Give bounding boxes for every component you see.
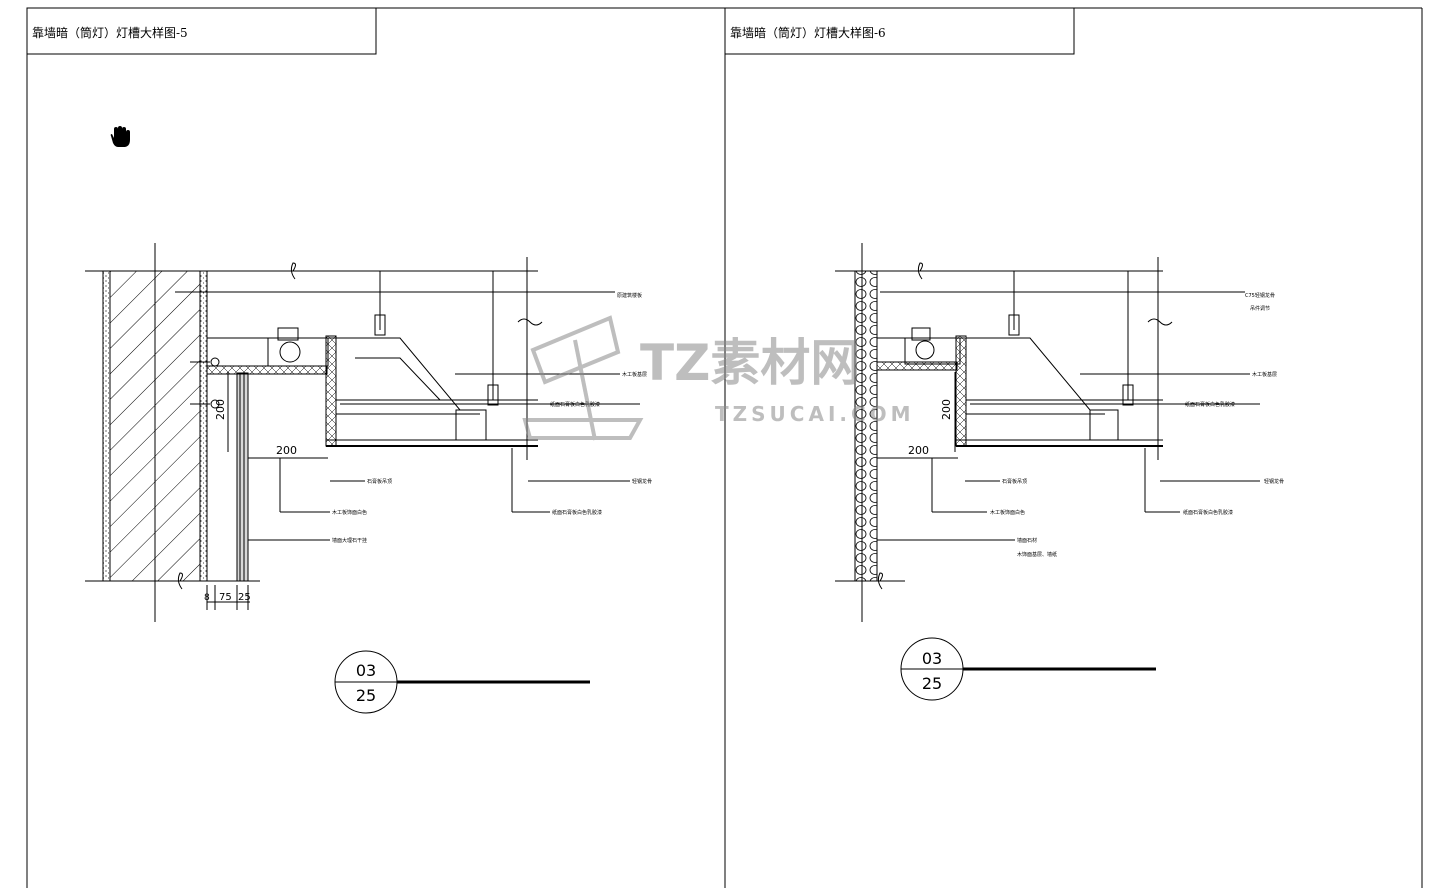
section-number: 03	[922, 649, 942, 668]
callout-text: 轻钢龙骨	[632, 478, 652, 485]
callout-text: 石膏板吊顶	[1002, 478, 1027, 485]
callout-text: 纸面石膏板白色乳胶漆	[1183, 509, 1233, 516]
dimension-label: 200	[276, 444, 297, 457]
watermark-logo-icon	[522, 315, 644, 441]
callout-text: 纸面石膏板白色乳胶漆	[552, 509, 602, 516]
left-detail-drawing	[85, 243, 640, 622]
watermark-url: TZSUCAI.COM	[715, 402, 915, 426]
section-symbol-right: 03 25	[900, 637, 1156, 701]
callout-text: 纸面石膏板白色乳胶漆	[550, 401, 600, 408]
dimension-label: 75	[219, 592, 232, 603]
right-dimensions: 200 200	[908, 399, 953, 457]
callout-text: 木工板饰面白色	[990, 509, 1025, 516]
callout-text: 木工板饰面白色	[332, 509, 367, 516]
left-dimensions: 200 200 8 75 25	[204, 399, 297, 603]
dimension-label: 200	[214, 399, 227, 420]
sheet-number: 25	[922, 674, 942, 693]
sheet-title-right: 靠墙暗（筒灯）灯槽大样图-6	[730, 26, 886, 40]
right-callouts: C75轻钢龙骨 吊件调节 木工板基层 纸面石膏板白色乳胶漆 轻钢龙骨 木工板饰面…	[990, 292, 1284, 558]
callout-text: 墙面石材	[1017, 537, 1037, 544]
sheet-frame	[26, 7, 1423, 888]
sheet-number: 25	[356, 686, 376, 705]
dimension-label: 8	[204, 593, 210, 603]
sheet-title-left: 靠墙暗（筒灯）灯槽大样图-5	[32, 26, 188, 40]
section-symbol-left: 03 25	[334, 650, 590, 714]
callout-text: 木工板基层	[1252, 371, 1277, 378]
dimension-label: 200	[908, 444, 929, 457]
watermark-brand: TZ素材网	[640, 334, 860, 392]
callout-text: 石膏板吊顶	[367, 478, 392, 485]
callout-text: 原建筑楼板	[617, 292, 642, 299]
callout-text: C75轻钢龙骨	[1245, 292, 1275, 299]
callout-text: 吊件调节	[1250, 305, 1270, 312]
right-detail-drawing	[835, 243, 1260, 622]
dimension-label: 25	[238, 592, 251, 603]
callout-text: 纸面石膏板白色乳胶漆	[1185, 401, 1235, 408]
watermark: TZ素材网 TZSUCAI.COM	[522, 315, 915, 441]
section-number: 03	[356, 661, 376, 680]
callout-text: 木工板基层	[622, 371, 647, 378]
hand-cursor-icon	[110, 126, 130, 147]
title-box-left	[26, 7, 377, 55]
callout-text: 轻钢龙骨	[1264, 478, 1284, 485]
callout-text: 墙面大理石干挂	[332, 537, 367, 544]
dimension-label: 200	[940, 399, 953, 420]
title-box-right	[724, 7, 1075, 55]
left-callouts: 原建筑楼板 木工板基层 纸面石膏板白色乳胶漆 轻钢龙骨 木工板饰面白色 石膏板吊…	[332, 292, 652, 544]
callout-text: 木饰面基层、墙纸	[1017, 551, 1057, 558]
